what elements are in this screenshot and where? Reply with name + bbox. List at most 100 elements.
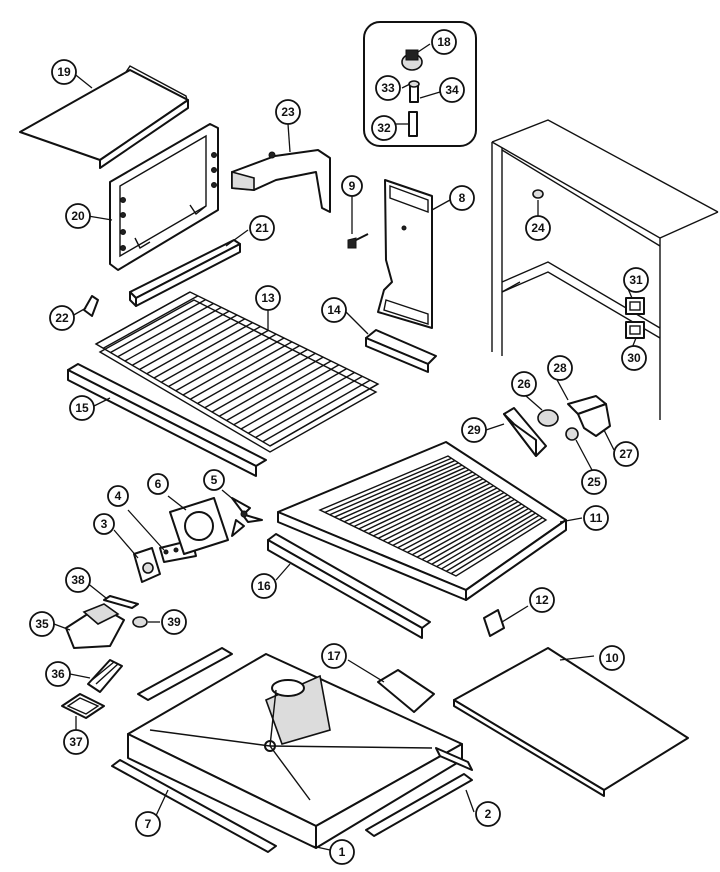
callout-32: 32 xyxy=(371,115,397,141)
part-19-shelf-panel xyxy=(19,65,189,169)
svg-text:25: 25 xyxy=(587,475,601,489)
callout-10: 10 xyxy=(599,645,625,671)
crisper-rib xyxy=(348,469,470,525)
svg-text:4: 4 xyxy=(115,489,122,503)
callout-27: 27 xyxy=(613,441,639,467)
svg-text:24: 24 xyxy=(531,221,545,235)
svg-text:32: 32 xyxy=(377,121,391,135)
svg-text:29: 29 xyxy=(467,423,481,437)
wire-rod xyxy=(247,371,355,434)
crisper-rib xyxy=(421,503,522,561)
wire-rod xyxy=(233,364,340,426)
part-35-housing xyxy=(65,603,125,649)
part-10-panel xyxy=(453,647,689,797)
callout-36: 36 xyxy=(45,661,71,687)
wire-rod xyxy=(95,291,191,345)
wire-rod xyxy=(189,341,293,400)
svg-text:36: 36 xyxy=(51,667,65,681)
crisper-rib xyxy=(343,466,466,523)
wire-rod xyxy=(197,345,301,405)
callout-39: 39 xyxy=(161,609,187,635)
svg-text:33: 33 xyxy=(381,81,395,95)
callout-34: 34 xyxy=(439,77,465,103)
callout-22: 22 xyxy=(49,305,75,331)
crisper-rib xyxy=(377,482,491,539)
wire-rod xyxy=(240,368,348,430)
part-20-side-frame xyxy=(109,123,219,271)
part-6-fan-shroud xyxy=(169,497,229,555)
crisper-rib xyxy=(373,480,487,537)
part-23-air-duct xyxy=(231,149,331,213)
crisper-rib xyxy=(329,459,456,516)
crisper-rib xyxy=(392,489,501,546)
crisper-rib xyxy=(382,485,494,542)
crisper-rib xyxy=(407,496,512,554)
svg-text:26: 26 xyxy=(517,377,531,391)
cabinet-outline xyxy=(491,119,719,420)
callout-26: 26 xyxy=(511,371,537,397)
callout-12: 12 xyxy=(529,587,555,613)
svg-text:16: 16 xyxy=(257,579,271,593)
svg-text:17: 17 xyxy=(327,649,341,663)
callout-3: 3 xyxy=(93,513,115,535)
callout-4: 4 xyxy=(107,485,129,507)
part-5-fan-blade xyxy=(231,497,263,537)
callout-13: 13 xyxy=(255,285,281,311)
svg-text:23: 23 xyxy=(281,105,295,119)
wire-rod xyxy=(255,375,363,439)
svg-text:37: 37 xyxy=(69,735,83,749)
callout-37: 37 xyxy=(63,729,89,755)
svg-text:10: 10 xyxy=(605,651,619,665)
wire-rod xyxy=(226,360,332,422)
svg-text:15: 15 xyxy=(75,401,89,415)
callout-6: 6 xyxy=(147,473,169,495)
svg-text:20: 20 xyxy=(71,209,85,223)
svg-text:12: 12 xyxy=(535,593,549,607)
part-9-screw xyxy=(347,233,369,249)
crisper-rib xyxy=(450,517,543,575)
callout-23: 23 xyxy=(275,99,301,125)
wire-rod xyxy=(131,310,230,366)
crisper-rib xyxy=(416,501,519,558)
svg-text:22: 22 xyxy=(55,311,69,325)
callout-24: 24 xyxy=(525,215,551,241)
svg-text:28: 28 xyxy=(553,361,567,375)
wire-rod xyxy=(139,314,238,371)
svg-text:34: 34 xyxy=(445,83,459,97)
callout-15: 15 xyxy=(69,395,95,421)
callout-35: 35 xyxy=(29,611,55,637)
crisper-rib xyxy=(353,471,473,528)
wire-rod xyxy=(182,337,285,396)
callout-29: 29 xyxy=(461,417,487,443)
part-24-screw xyxy=(532,189,544,199)
svg-text:13: 13 xyxy=(261,291,275,305)
svg-text:7: 7 xyxy=(145,817,152,831)
part-22-clip xyxy=(83,295,99,317)
part-16-strip xyxy=(267,533,431,639)
part-14-bracket xyxy=(365,329,437,373)
wire-rod xyxy=(211,352,316,413)
part-3-motor xyxy=(133,547,161,583)
callout-19: 19 xyxy=(51,59,77,85)
callout-20: 20 xyxy=(65,203,91,229)
callout-30: 30 xyxy=(621,345,647,371)
crisper-rib xyxy=(445,514,540,572)
svg-text:39: 39 xyxy=(167,615,181,629)
crisper-rib xyxy=(358,473,477,530)
svg-text:19: 19 xyxy=(57,65,71,79)
part-37-filter xyxy=(61,693,105,719)
part-38-rod xyxy=(103,595,139,609)
callout-7: 7 xyxy=(135,811,161,837)
part-15-front-strip xyxy=(67,363,267,477)
crisper-rib xyxy=(339,464,463,521)
wire-rod xyxy=(153,322,254,379)
callout-17: 17 xyxy=(321,643,347,669)
light-assembly xyxy=(503,395,611,457)
base-rails xyxy=(111,647,473,853)
part-36-grille xyxy=(87,659,123,693)
svg-text:8: 8 xyxy=(459,191,466,205)
callout-38: 38 xyxy=(65,567,91,593)
svg-text:30: 30 xyxy=(627,351,641,365)
wire-rod xyxy=(218,356,324,417)
